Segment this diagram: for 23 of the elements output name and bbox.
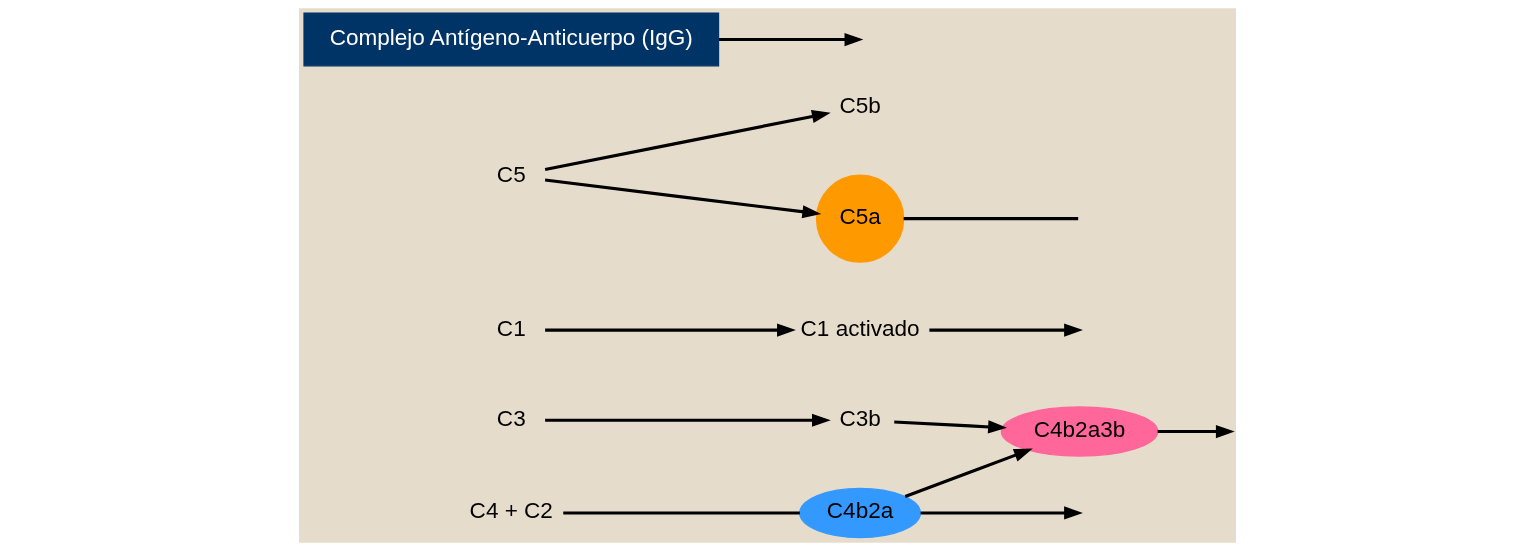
arrow [1157,424,1235,439]
connector [563,511,800,515]
node-circle: C5a [815,174,905,263]
connector [903,217,1079,221]
arrow [545,323,796,337]
node-text: C1 [496,315,526,341]
node-text: C3 [496,405,526,431]
node-text: C5 [496,161,526,187]
node-text: C3b [839,405,881,431]
arrow [545,413,831,427]
node-text: C1 activado [800,315,920,341]
node-ellipse: C4b2a [799,487,922,539]
arrow [894,420,1007,434]
arrow [718,32,864,47]
arrow [904,448,1033,498]
arrow [929,323,1083,337]
arrow [544,110,831,172]
node-text: C5b [839,92,881,118]
node-ellipse: C4b2a3b [1000,406,1159,457]
node-text: C4 + C2 [469,498,553,524]
arrow [544,178,822,219]
arrow [920,506,1083,520]
node-box: Complejo Antígeno-Anticuerpo (IgG) [303,12,720,67]
